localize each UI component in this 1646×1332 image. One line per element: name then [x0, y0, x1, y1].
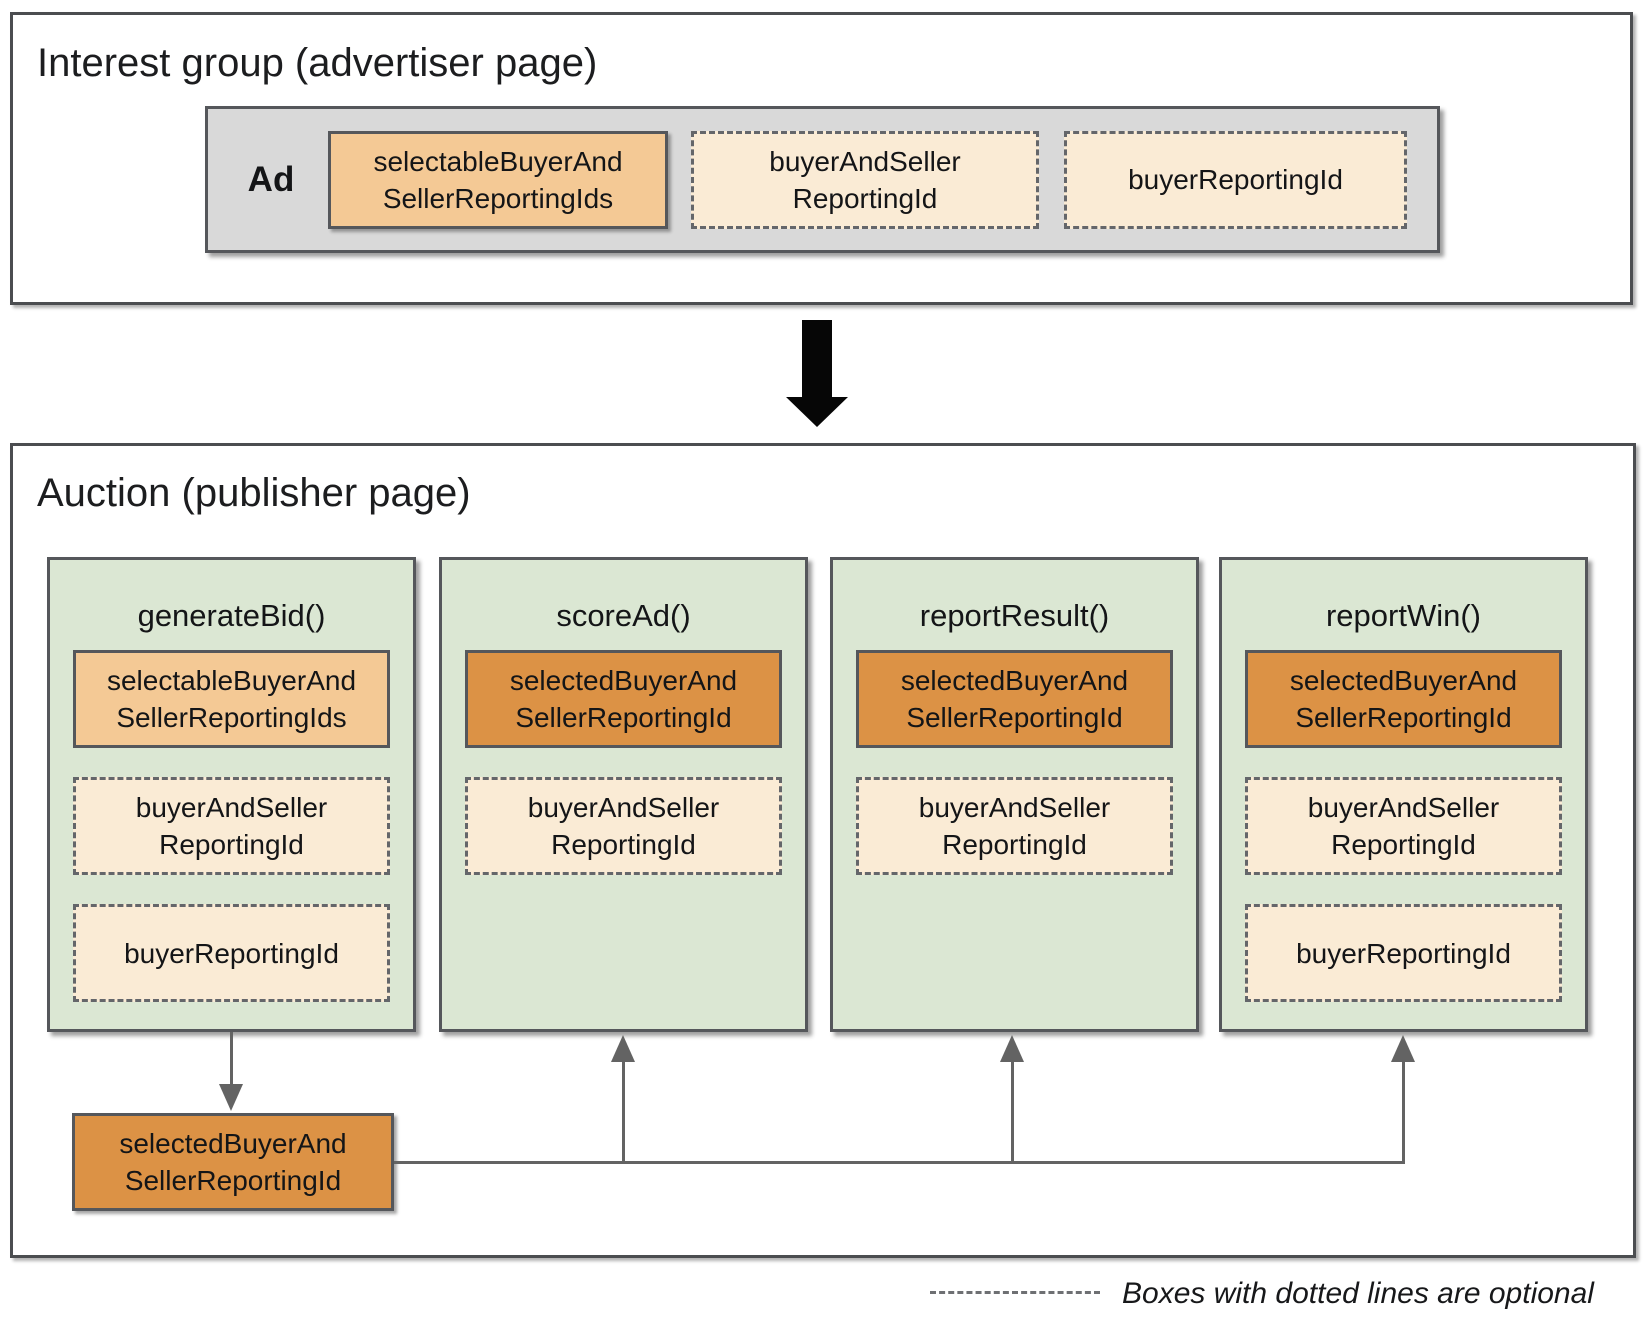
selectable-buyer-and-seller-reporting-ids-box: selectableBuyerAnd SellerReportingIds — [328, 130, 668, 229]
selected-buyer-and-seller-reporting-id-box: selectedBuyerAnd SellerReportingId — [465, 650, 782, 748]
box-label: buyerAndSeller ReportingId — [769, 145, 961, 214]
buyer-and-seller-reporting-id-box: buyerAndSeller ReportingId — [73, 777, 390, 875]
function-column-reportwin: reportWin() selectedBuyerAnd SellerRepor… — [1219, 557, 1588, 1032]
generatebid-output-connector-line — [230, 1032, 233, 1086]
box-label: selectedBuyerAnd SellerReportingId — [900, 665, 1129, 733]
selectable-buyer-and-seller-reporting-ids-box: selectableBuyerAnd SellerReportingIds — [73, 650, 390, 748]
box-label: buyerReportingId — [1128, 164, 1343, 195]
connector-line-to-scoread — [622, 1058, 625, 1164]
legend-text: Boxes with dotted lines are optional — [1122, 1277, 1594, 1310]
arrow-up-icon — [1391, 1035, 1415, 1062]
box-label: selectedBuyerAnd SellerReportingId — [509, 665, 738, 733]
function-title: reportResult() — [919, 598, 1110, 633]
function-column-reportresult: reportResult() selectedBuyerAnd SellerRe… — [830, 557, 1199, 1032]
auction-title: Auction (publisher page) — [37, 471, 471, 515]
flow-down-arrow-stem — [802, 320, 832, 398]
box-label: selectedBuyerAnd SellerReportingId — [1289, 665, 1518, 733]
function-title: scoreAd() — [556, 598, 691, 633]
box-label: selectedBuyerAnd SellerReportingId — [119, 1128, 347, 1196]
output-horizontal-connector-line — [394, 1161, 1405, 1164]
arrow-up-icon — [611, 1035, 635, 1062]
ad-container: Ad selectableBuyerAnd SellerReportingIds… — [205, 106, 1440, 253]
box-label: buyerAndSeller ReportingId — [1307, 792, 1500, 860]
selected-buyer-and-seller-reporting-id-box: selectedBuyerAnd SellerReportingId — [856, 650, 1173, 748]
box-label: selectableBuyerAnd SellerReportingIds — [106, 665, 357, 733]
box-label: buyerAndSeller ReportingId — [135, 792, 328, 860]
box-label: selectableBuyerAnd SellerReportingIds — [373, 145, 623, 214]
function-title: generateBid() — [137, 598, 326, 633]
buyer-and-seller-reporting-id-box: buyerAndSeller ReportingId — [465, 777, 782, 875]
ad-label: Ad — [247, 159, 295, 199]
selected-buyer-and-seller-reporting-id-box: selectedBuyerAnd SellerReportingId — [1245, 650, 1562, 748]
buyer-and-seller-reporting-id-box: buyerAndSeller ReportingId — [1245, 777, 1562, 875]
selected-buyer-and-seller-reporting-id-output-box: selectedBuyerAnd SellerReportingId — [72, 1113, 394, 1211]
box-label: buyerAndSeller ReportingId — [527, 792, 720, 860]
buyer-and-seller-reporting-id-box: buyerAndSeller ReportingId — [691, 130, 1039, 229]
buyer-and-seller-reporting-id-box: buyerAndSeller ReportingId — [856, 777, 1173, 875]
box-label: buyerReportingId — [124, 937, 339, 969]
arrow-down-icon — [219, 1084, 243, 1111]
legend-dashed-line-sample — [930, 1291, 1100, 1294]
box-label: buyerAndSeller ReportingId — [918, 792, 1111, 860]
interest-group-title: Interest group (advertiser page) — [37, 41, 598, 85]
flow-down-arrow-head — [786, 397, 848, 427]
connector-line-to-reportresult — [1011, 1058, 1014, 1164]
interest-group-panel: Interest group (advertiser page) Ad sele… — [10, 12, 1633, 305]
buyer-reporting-id-box: buyerReportingId — [1064, 130, 1407, 229]
auction-panel: Auction (publisher page) generateBid() s… — [10, 443, 1636, 1258]
function-column-scoread: scoreAd() selectedBuyerAnd SellerReporti… — [439, 557, 808, 1032]
function-title: reportWin() — [1325, 598, 1481, 633]
connector-line-to-reportwin — [1402, 1058, 1405, 1164]
arrow-up-icon — [1000, 1035, 1024, 1062]
buyer-reporting-id-box: buyerReportingId — [1245, 904, 1562, 1002]
function-column-generatebid: generateBid() selectableBuyerAnd SellerR… — [47, 557, 416, 1032]
buyer-reporting-id-box: buyerReportingId — [73, 904, 390, 1002]
box-label: buyerReportingId — [1296, 937, 1511, 969]
